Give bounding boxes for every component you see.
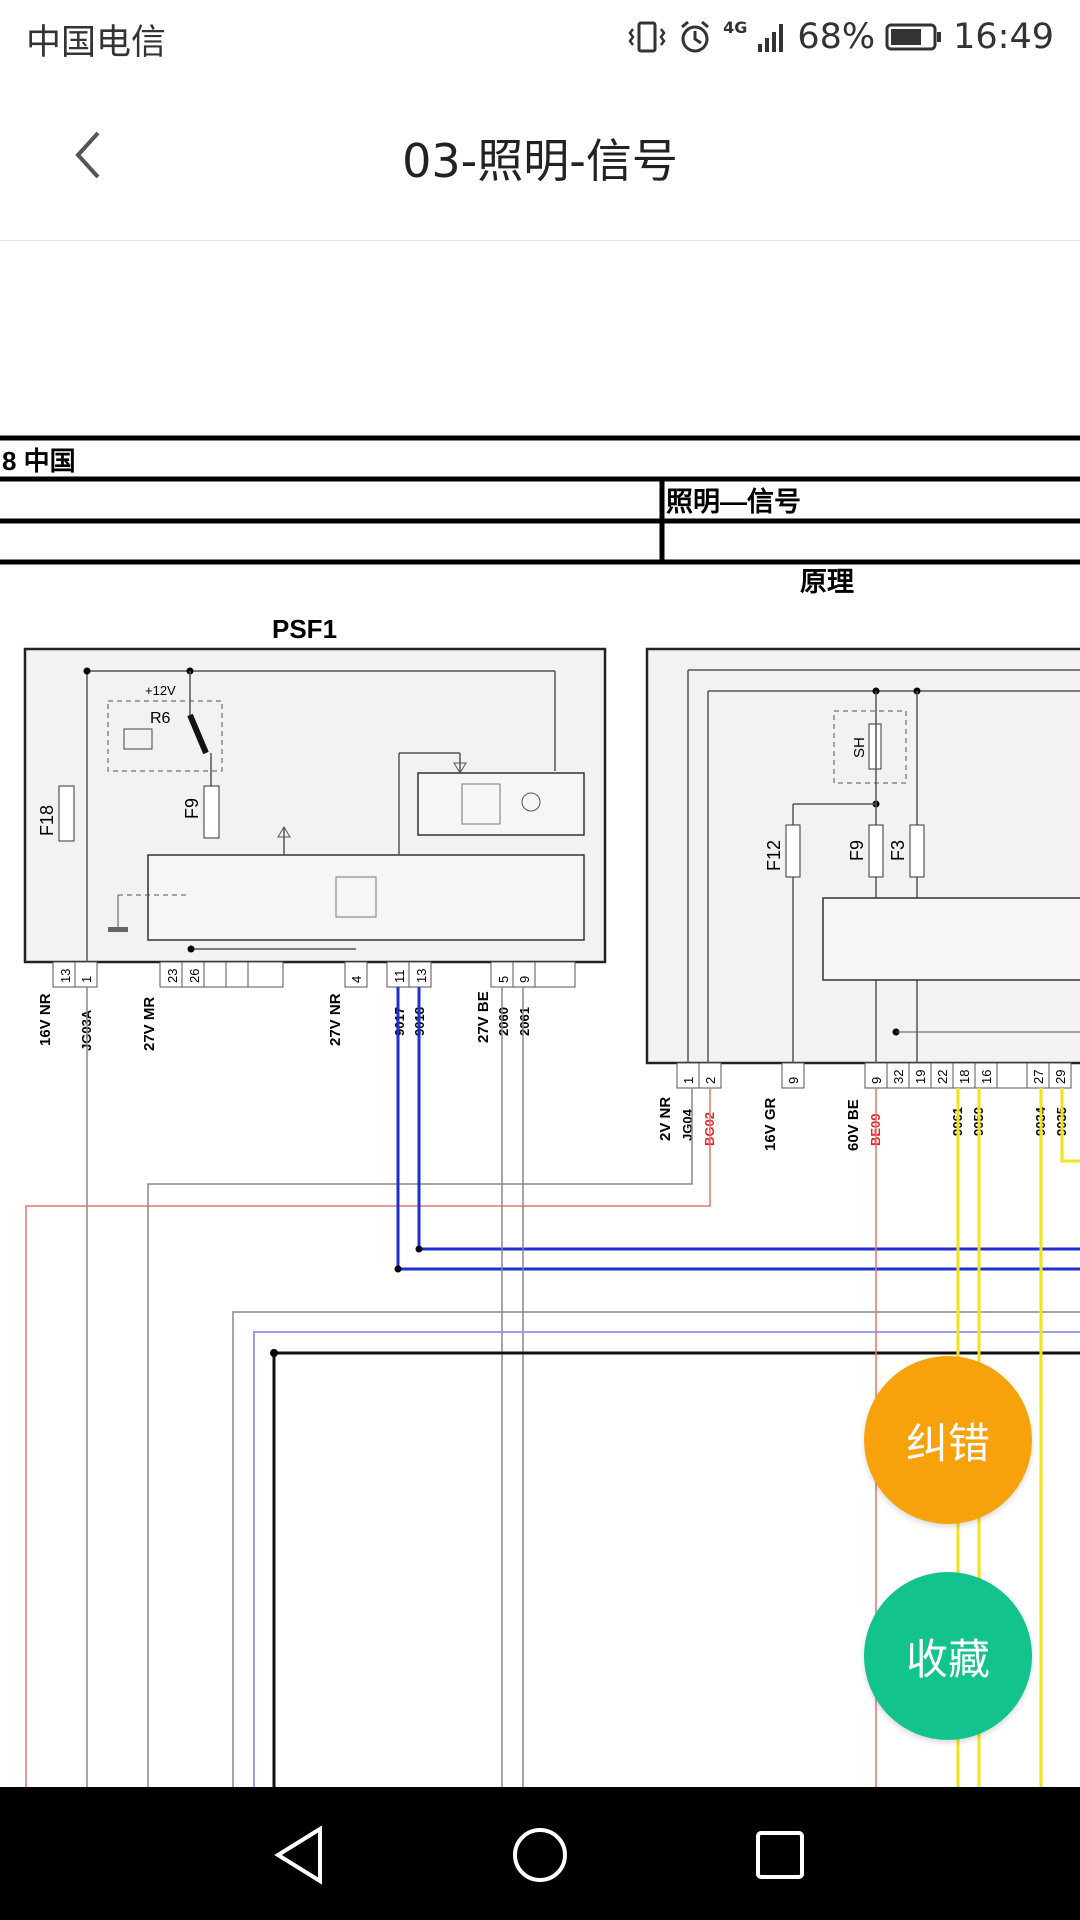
header-row1-text: 8 中国 bbox=[2, 446, 76, 476]
relay-supply-label: +12V bbox=[145, 683, 176, 698]
pin-label: 1 bbox=[681, 1077, 696, 1084]
battery-percent: 68% bbox=[797, 17, 876, 57]
wiring-diagram: 8 中国 照明—信号 原理 PSF1 +12V R6 F18 F9 bbox=[0, 435, 1080, 1787]
diagram-viewer[interactable]: 8 中国 照明—信号 原理 PSF1 +12V R6 F18 F9 bbox=[0, 241, 1080, 1787]
pin-label: 27 bbox=[1031, 1070, 1046, 1084]
wire-label: 60V BE bbox=[845, 1099, 862, 1151]
psf1-wire-labels: 16V NR JG03A 27V MR 27V NR 9017 9018 27V… bbox=[37, 991, 532, 1051]
right-block: SH F12 F9 F3 bbox=[645, 647, 1080, 1065]
pin-label: 9 bbox=[517, 976, 532, 983]
pin-label: 9 bbox=[786, 1077, 801, 1084]
favorite-button[interactable]: 收藏 bbox=[864, 1572, 1032, 1740]
fuse-f12-label: F12 bbox=[764, 840, 784, 871]
pin-label: 18 bbox=[957, 1070, 972, 1084]
alarm-icon bbox=[681, 20, 710, 53]
pin-label: 26 bbox=[187, 969, 202, 983]
battery-icon bbox=[885, 23, 942, 51]
wire-label: 27V NR bbox=[327, 993, 344, 1046]
wire-label: 16V GR bbox=[762, 1097, 779, 1151]
fuse-f18-label: F18 bbox=[37, 805, 57, 836]
fuse-f9-right-label: F9 bbox=[847, 840, 867, 861]
pin-label: 9 bbox=[869, 1077, 884, 1084]
relay-label: R6 bbox=[150, 710, 171, 727]
pin-label: 1 bbox=[79, 976, 94, 983]
psf1-block: PSF1 +12V R6 F18 F9 bbox=[23, 614, 607, 964]
psf1-title: PSF1 bbox=[272, 614, 337, 644]
sh-label: SH bbox=[851, 737, 868, 758]
psf1-connectors: 13 1 23 26 4 11 13 5 9 bbox=[52, 961, 576, 988]
pin-label: 22 bbox=[935, 1070, 950, 1084]
right-connectors: 1 2 9 9 32 19 22 18 16 27 29 bbox=[676, 1062, 1072, 1089]
app-bar: 03-照明-信号 bbox=[0, 75, 1080, 241]
pin-label: 19 bbox=[913, 1070, 928, 1084]
fuse-f9-left-label: F9 bbox=[182, 798, 202, 819]
wire-label: 2061 bbox=[517, 1007, 532, 1036]
right-wire-labels: 2V NR JG04 BG02 16V GR 60V BE BE09 9061 … bbox=[657, 1097, 1069, 1151]
status-bar: 中国电信 4G 68% 16:49 bbox=[0, 0, 1080, 75]
pin-label: 2 bbox=[703, 1077, 718, 1084]
pin-label: 16 bbox=[979, 1070, 994, 1084]
recents-square-icon bbox=[756, 1831, 804, 1879]
pin-label: 32 bbox=[891, 1070, 906, 1084]
pin-label: 29 bbox=[1053, 1070, 1068, 1084]
carrier-name: 中国电信 bbox=[26, 23, 167, 63]
pin-label: 13 bbox=[58, 969, 73, 983]
wire-label: 27V MR bbox=[141, 997, 158, 1051]
nav-back-button[interactable] bbox=[262, 1817, 338, 1893]
back-triangle-icon bbox=[274, 1825, 322, 1885]
network-type: 4G bbox=[723, 18, 748, 37]
back-button[interactable] bbox=[60, 125, 120, 185]
diagram-header-table: 8 中国 照明—信号 原理 bbox=[0, 435, 1080, 597]
pin-label: 23 bbox=[165, 969, 180, 983]
navigation-bar bbox=[0, 1787, 1080, 1920]
nav-recents-button[interactable] bbox=[742, 1817, 818, 1893]
pin-label: 5 bbox=[496, 976, 511, 983]
fuse-f3-label: F3 bbox=[888, 840, 908, 861]
pin-label: 13 bbox=[414, 969, 429, 983]
wire-label: 16V NR bbox=[37, 993, 54, 1046]
pin-label: 11 bbox=[392, 970, 407, 984]
signal-icon bbox=[758, 24, 784, 52]
header-cell-text: 照明—信号 bbox=[666, 487, 801, 517]
wire-label: 27V BE bbox=[475, 991, 492, 1043]
clock: 16:49 bbox=[953, 17, 1054, 57]
chevron-left-icon bbox=[75, 131, 100, 179]
report-error-button[interactable]: 纠错 bbox=[864, 1356, 1032, 1524]
home-circle-icon bbox=[513, 1828, 567, 1882]
pin-label: 4 bbox=[349, 976, 364, 983]
status-icons: 4G 68% 16:49 bbox=[627, 14, 1054, 60]
wire-label: 2V NR bbox=[657, 1097, 674, 1141]
vibrate-icon bbox=[628, 21, 666, 53]
page-title: 03-照明-信号 bbox=[402, 134, 678, 188]
nav-home-button[interactable] bbox=[502, 1817, 578, 1893]
wire-label: 2060 bbox=[496, 1007, 511, 1036]
section-label: 原理 bbox=[800, 567, 854, 597]
